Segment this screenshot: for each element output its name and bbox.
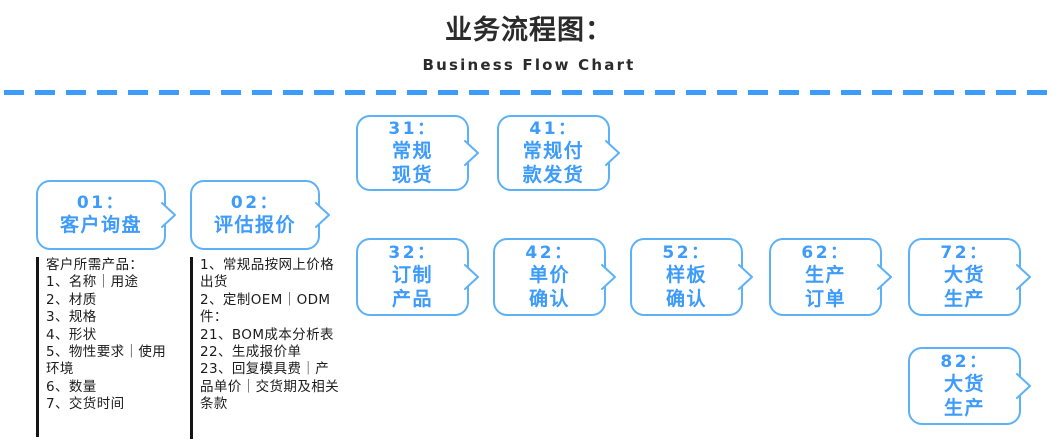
flow-node-62[interactable]: 62： 生产 订单 <box>769 238 892 316</box>
flow-node-72[interactable]: 72： 大货 生产 <box>908 238 1031 316</box>
flow-node-42-label: 单价 确认 <box>528 264 570 310</box>
flow-node-02-number: 02： <box>230 192 280 213</box>
flow-node-72-label: 大货 生产 <box>943 264 985 310</box>
arrow-right-icon <box>464 264 480 290</box>
flow-node-01[interactable]: 01： 客户询盘 <box>36 180 176 250</box>
flow-node-82[interactable]: 82： 大货 生产 <box>908 347 1031 425</box>
flow-node-41-number: 41： <box>529 119 578 140</box>
flow-node-32[interactable]: 32： 订制 产品 <box>356 238 479 316</box>
arrow-right-icon <box>1016 373 1032 399</box>
arrow-right-icon <box>464 140 480 166</box>
flow-node-52[interactable]: 52： 样板 确认 <box>630 238 753 316</box>
arrow-right-icon <box>315 202 331 228</box>
arrow-right-icon <box>605 140 621 166</box>
flow-node-82-label: 大货 生产 <box>943 373 985 419</box>
arrow-right-icon <box>738 264 754 290</box>
flow-node-62-label: 生产 订单 <box>804 264 846 310</box>
flow-node-01-detail: 客户所需产品： 1、名称｜用途 2、材质 3、规格 4、形状 5、物性要求｜使用… <box>36 257 176 437</box>
flow-node-31[interactable]: 31： 常规 现货 <box>356 115 479 191</box>
flow-node-31-number: 31： <box>388 119 437 140</box>
flow-node-41-label: 常规付 款发货 <box>522 140 585 186</box>
chart-header: 业务流程图： Business Flow Chart <box>0 0 1058 88</box>
arrow-right-icon <box>1016 264 1032 290</box>
flow-node-02-detail: 1、常规品按网上价格出货 2、定制OEM｜ODM件： 21、BOM成本分析表 2… <box>190 257 340 439</box>
flow-node-32-label: 订制 产品 <box>391 264 433 310</box>
dashed-divider <box>4 90 1054 95</box>
flow-node-82-number: 82： <box>940 352 989 373</box>
flow-node-32-number: 32： <box>388 243 437 264</box>
page-title: 业务流程图： <box>445 15 613 46</box>
arrow-right-icon <box>877 264 893 290</box>
flow-node-62-number: 62： <box>801 243 850 264</box>
flow-node-52-number: 52： <box>662 243 711 264</box>
flow-node-42[interactable]: 42： 单价 确认 <box>493 238 616 316</box>
flow-node-31-label: 常规 现货 <box>391 140 433 186</box>
flow-node-52-label: 样板 确认 <box>665 264 707 310</box>
flow-node-02[interactable]: 02： 评估报价 <box>190 180 330 250</box>
arrow-right-icon <box>161 202 177 228</box>
page-subtitle: Business Flow Chart <box>422 56 636 74</box>
flow-node-41[interactable]: 41： 常规付 款发货 <box>497 115 620 191</box>
flow-node-72-number: 72： <box>940 243 989 264</box>
arrow-right-icon <box>601 264 617 290</box>
flow-node-42-number: 42： <box>525 243 574 264</box>
flow-node-01-label: 客户询盘 <box>59 214 142 237</box>
flow-node-02-label: 评估报价 <box>213 214 296 237</box>
flow-node-01-number: 01： <box>76 192 126 213</box>
